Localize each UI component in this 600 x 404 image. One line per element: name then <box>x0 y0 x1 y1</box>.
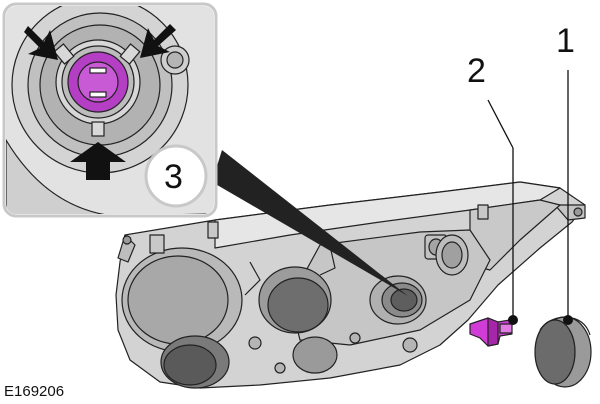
callout-dot-2 <box>508 315 518 325</box>
arrow-icon <box>70 142 126 180</box>
callout-circle-3 <box>144 144 208 208</box>
callout-3: 3 <box>164 158 183 196</box>
callout-1: 1 <box>556 22 575 60</box>
callout-2: 2 <box>467 52 486 90</box>
arrow-icon <box>24 26 58 60</box>
arrow-icon <box>140 24 176 58</box>
dust-cap <box>534 316 592 388</box>
inset-leader <box>212 150 408 296</box>
figure-code: E169206 <box>4 383 64 400</box>
retaining-clip <box>469 317 513 347</box>
headlamp-assembly <box>115 181 586 389</box>
callout-leaders <box>487 70 569 322</box>
inset-panel <box>2 2 218 218</box>
callout-dot-1 <box>563 315 573 325</box>
